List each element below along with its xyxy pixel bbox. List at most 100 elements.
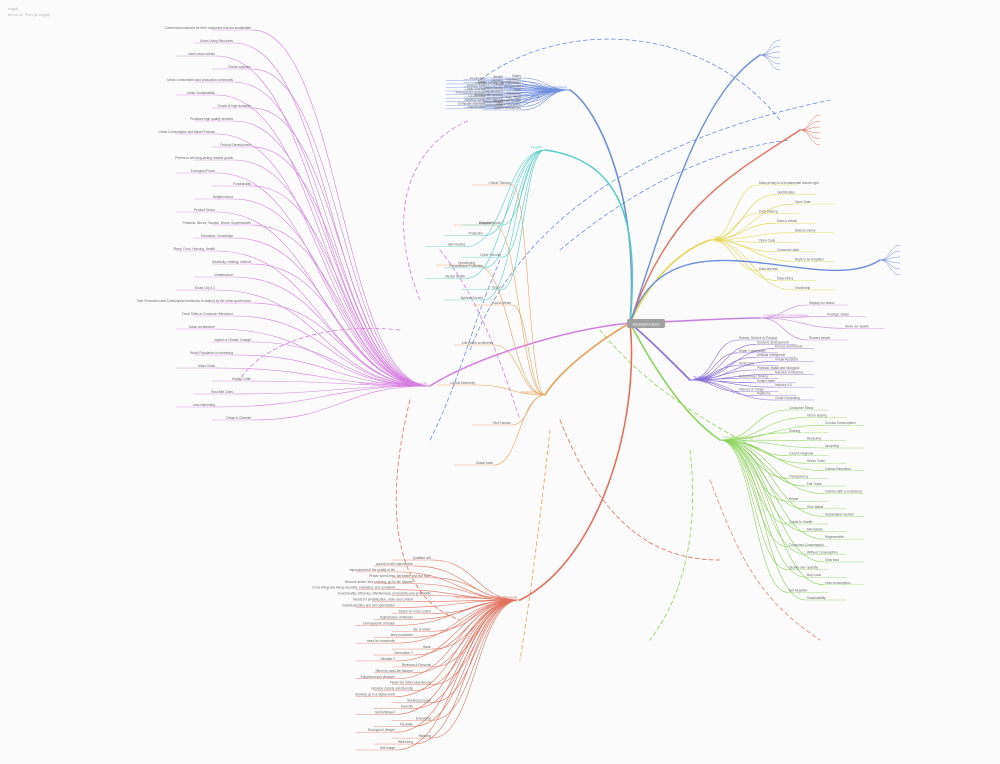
node-red[interactable]: Generation Y (394, 651, 414, 655)
node-blue[interactable]: Computer Interface (458, 101, 486, 105)
node-blue[interactable]: Agile Work (506, 95, 522, 99)
node-violet[interactable]: Smart Home (757, 379, 775, 383)
node-red[interactable]: Desire for more control (399, 609, 432, 613)
node-violet[interactable]: Physical, digital and biological (757, 366, 800, 370)
node-yellow[interactable]: Data privacy is a fundamental human righ… (759, 181, 819, 185)
branch-label-lavender[interactable]: Conspicuous Consumption (763, 314, 808, 318)
node-purple[interactable]: Urban Architecture (189, 325, 216, 329)
center-node[interactable]: Society/Culture (627, 319, 665, 328)
node-purple[interactable]: Mass Goals (198, 364, 215, 368)
node-green[interactable]: Circular Consumption (825, 421, 856, 425)
node-red[interactable]: Relevant & Personal (402, 663, 431, 667)
node-green[interactable]: Recycling (807, 436, 821, 440)
node-purple[interactable]: Global suppliers (228, 65, 251, 69)
node-purple[interactable]: Education, Knowledge (201, 234, 233, 238)
node-purple[interactable]: Smart City 2.0 (195, 286, 215, 290)
node-yellow[interactable]: Data Sharing (759, 210, 778, 214)
node-blue[interactable]: Wealth (493, 75, 503, 79)
node-red[interactable]: Become active, less smoking, go for life… (345, 580, 413, 584)
node-yellow[interactable]: Ownership (795, 286, 810, 290)
node-red[interactable]: Demographic changes (363, 621, 395, 625)
branch-label-red[interactable]: The ecomodernisation of the lifeworld (454, 596, 517, 600)
node-red[interactable]: improvement of the quality of life (349, 568, 395, 572)
node-blue[interactable]: Lending (492, 79, 504, 83)
node-purple[interactable]: Less interesting (193, 403, 216, 407)
node-teal[interactable]: Space (492, 285, 501, 289)
node-violet[interactable]: Machine to Machine (775, 370, 804, 374)
node-yellow[interactable]: Data economy (795, 229, 816, 233)
node-red[interactable]: Qualified self (413, 556, 432, 560)
node-blue[interactable]: Augmented Reality (494, 99, 521, 103)
node-green[interactable]: Less consumption (825, 581, 851, 585)
node-red[interactable]: Relaxing (419, 734, 432, 738)
node-blue[interactable]: Flexible Home (465, 98, 486, 102)
node-purple[interactable]: Rust Belt Cities (211, 390, 233, 394)
node-red[interactable]: Flexibility (400, 722, 414, 726)
node-purple[interactable]: Sleep, Food, Housing, Health (173, 247, 215, 251)
node-red[interactable]: Self-image (380, 746, 395, 750)
node-green[interactable]: Sustainability (807, 596, 826, 600)
node-green[interactable]: Quality over quantity (789, 566, 818, 570)
node-red[interactable]: Everything (416, 716, 431, 720)
node-red[interactable]: Ecological Lifestyle (368, 728, 395, 732)
node-blue[interactable]: Home base working (475, 93, 503, 97)
node-red[interactable]: Growing up in a digital world (355, 693, 395, 697)
node-teal[interactable]: Mental Health (445, 275, 465, 279)
node-violet[interactable]: Artificial Intelligence (757, 353, 785, 357)
node-yellow[interactable]: Identification (777, 191, 795, 195)
node-red[interactable]: need for community (367, 639, 395, 643)
node-green[interactable]: Sharing (789, 429, 800, 433)
node-red[interactable]: Seeking purpose (407, 699, 431, 703)
node-green[interactable]: Fashion with a conscience (825, 490, 863, 494)
node-green[interactable]: Local & Regional (789, 452, 813, 456)
node-purple[interactable]: Impact of Climate Change (214, 338, 251, 342)
node-purple[interactable]: Product Development (220, 143, 251, 147)
node-teal[interactable]: Protection (469, 232, 484, 236)
node-red[interactable]: fairly population (391, 633, 414, 637)
node-blue[interactable]: Job Sharing (486, 97, 503, 101)
node-yellow[interactable]: Data is critical (777, 219, 797, 223)
node-green[interactable]: Not forgotten (789, 588, 808, 592)
branch-label-yellow[interactable]: Data (713, 236, 722, 240)
node-green[interactable]: Slow food (825, 558, 839, 562)
node-purple[interactable]: Product Sector (194, 208, 216, 212)
node-purple[interactable]: Supply Chain (232, 377, 251, 381)
node-red[interactable]: People spend less, eat better, and live … (369, 574, 431, 578)
node-lavender[interactable]: Reward people (809, 336, 831, 340)
node-yellow[interactable]: Data fairness (759, 267, 778, 271)
node-red[interactable]: Functionality, efficiency, effectiveness… (338, 592, 431, 596)
node-lavender[interactable]: Show our wealth (845, 324, 869, 328)
node-blue[interactable]: Bank (478, 80, 486, 84)
node-green[interactable]: Buy Local (807, 573, 821, 577)
node-violet[interactable]: Internet of Things (739, 387, 764, 391)
node-blue[interactable]: Value Survey (484, 86, 503, 90)
branch-label-violet[interactable]: Technology (693, 376, 712, 380)
node-red[interactable]: rise of elders (413, 627, 432, 631)
branch-label-purple[interactable]: Urban Consumption and Mass Products (360, 382, 427, 386)
node-red[interactable]: Basic (423, 645, 431, 649)
node-blue[interactable]: Capitalism (506, 78, 521, 82)
node-blue[interactable]: Visual Interaction (497, 102, 522, 106)
node-yellow[interactable]: Data Ethics (777, 276, 794, 280)
node-blue[interactable]: Freelance (507, 92, 521, 96)
node-purple[interactable]: Prefers to sell long-lasting durable goo… (175, 156, 233, 160)
branch-label-orange[interactable]: Globalization (520, 391, 542, 395)
node-red[interactable]: Self-fulfillment (375, 710, 395, 714)
node-purple[interactable]: Urban Sustainability (187, 91, 216, 95)
node-orange[interactable]: Critical Thinking (488, 181, 511, 185)
branch-label-teal[interactable]: Health (531, 146, 542, 150)
node-violet[interactable]: Platforms (757, 392, 771, 396)
node-green[interactable]: Repair (789, 497, 799, 501)
node-blue[interactable]: Co-Working (468, 94, 485, 98)
node-purple[interactable]: Neighborhood (213, 195, 233, 199)
node-orange[interactable]: Education (479, 221, 493, 225)
node-lavender[interactable]: Display our status (809, 301, 835, 305)
node-blue[interactable]: Freedom for workers (456, 91, 486, 95)
node-purple[interactable]: Urban consumption and production communi… (167, 78, 233, 82)
node-red[interactable]: Fewer but richer experiences (390, 681, 432, 685)
node-blue[interactable]: Work (514, 88, 522, 92)
node-orange[interactable]: Global trade (476, 461, 494, 465)
node-green[interactable]: Consumer Ethics (789, 406, 814, 410)
node-purple[interactable]: Electricity, Heating, Internet (212, 260, 251, 264)
node-violet[interactable]: Smart grid (739, 362, 754, 366)
